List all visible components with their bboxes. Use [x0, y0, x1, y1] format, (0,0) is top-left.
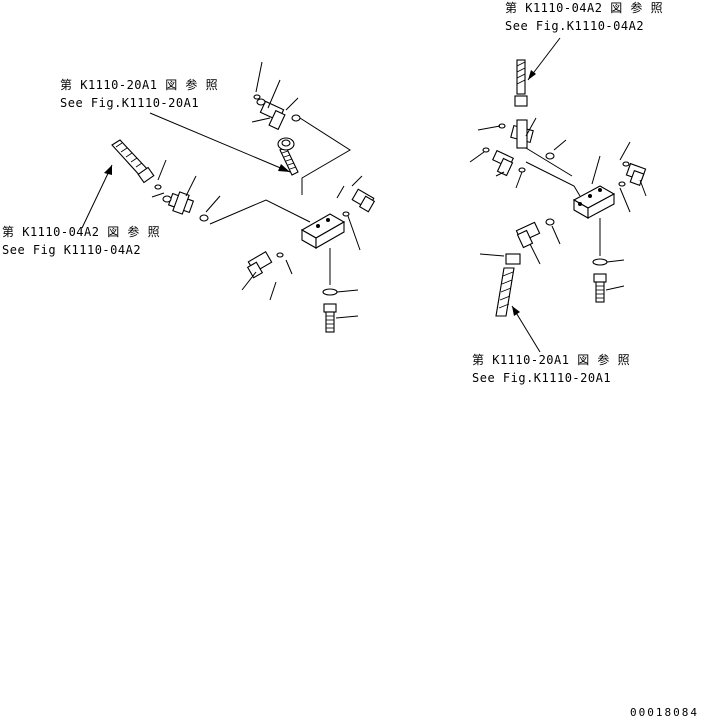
callout-line — [469, 151, 485, 163]
callout-line — [285, 97, 299, 111]
callout-line — [351, 175, 363, 187]
callout-line — [251, 117, 271, 123]
o-ring-icon — [154, 184, 162, 190]
elbow-fitting-icon — [491, 149, 515, 177]
callout-line — [185, 175, 197, 197]
callout-line — [151, 192, 165, 198]
arrow-head — [278, 164, 290, 172]
figure-number: 00018084 — [630, 706, 699, 719]
callout-line — [479, 253, 505, 257]
callout-line — [525, 117, 537, 137]
o-ring-icon — [253, 94, 261, 100]
elbow-fitting-icon — [625, 162, 647, 187]
callout-line — [639, 179, 647, 197]
pipe-line — [209, 199, 311, 225]
right-ref-20a1-en: See Fig.K1110-20A1 — [472, 371, 611, 385]
callout-line — [605, 285, 625, 291]
bolt-icon — [323, 303, 337, 333]
left-ref-20a1-en: See Fig.K1110-20A1 — [60, 96, 199, 110]
callout-line — [336, 289, 359, 293]
callout-line — [205, 195, 221, 213]
washer-icon — [592, 258, 608, 266]
callout-line — [515, 171, 523, 189]
callout-line — [285, 259, 293, 275]
manifold-block-icon — [300, 213, 346, 249]
callout-line — [619, 187, 631, 213]
callout-line — [241, 271, 257, 291]
left-ref-04a2-en: See Fig K1110-04A2 — [2, 243, 141, 257]
callout-line — [553, 139, 567, 151]
right-ref-04a2-jp: 第 K1110-04A2 図 参 照 — [505, 0, 663, 15]
o-ring-icon — [199, 214, 209, 222]
callout-line — [336, 185, 345, 199]
callout-line — [267, 79, 281, 109]
right-assembly — [469, 37, 647, 353]
elbow-fitting-icon — [351, 188, 376, 213]
arrow-head — [104, 165, 112, 175]
pipe-line — [525, 161, 581, 197]
callout-line — [255, 61, 263, 93]
callout-line — [335, 315, 359, 319]
arrow-head — [528, 70, 536, 80]
tee-fitting-icon — [162, 191, 195, 215]
callout-line — [619, 141, 631, 161]
elbow-fitting-icon — [256, 98, 286, 131]
left-assembly — [81, 61, 376, 333]
washer-icon — [322, 288, 338, 296]
elbow-fitting-icon — [515, 221, 541, 249]
right-ref-20a1-jp: 第 K1110-20A1 図 参 照 — [472, 352, 630, 367]
o-ring-icon — [622, 161, 630, 167]
pipe-line — [299, 117, 351, 195]
hose-icon — [495, 253, 521, 317]
left-ref-20a1-jp: 第 K1110-20A1 図 参 照 — [60, 77, 218, 92]
bolt-icon — [593, 273, 607, 303]
leader-line — [149, 112, 291, 173]
callout-line — [591, 155, 601, 185]
o-ring-icon — [545, 218, 555, 226]
o-ring-icon — [482, 147, 490, 153]
o-ring-icon — [518, 167, 526, 173]
hose-icon — [111, 139, 155, 184]
callout-line — [269, 281, 277, 301]
o-ring-icon — [545, 152, 555, 160]
elbow-fitting-icon — [246, 251, 273, 279]
o-ring-icon — [618, 181, 626, 187]
tee-fitting-icon — [510, 119, 534, 149]
o-ring-icon — [342, 211, 350, 217]
o-ring-icon — [276, 252, 284, 258]
pipe-line — [525, 147, 573, 177]
hose-icon — [277, 137, 299, 176]
right-ref-04a2-en: See Fig.K1110-04A2 — [505, 19, 644, 33]
callout-line — [477, 125, 501, 131]
hose-icon — [514, 59, 528, 107]
callout-line — [495, 171, 505, 177]
leader-line — [81, 164, 113, 229]
callout-line — [551, 225, 561, 245]
callout-line — [157, 159, 167, 181]
callout-line — [529, 243, 541, 265]
manifold-block-icon — [572, 185, 616, 219]
arrow-head — [512, 306, 520, 316]
o-ring-icon — [291, 114, 301, 122]
left-ref-04a2-jp: 第 K1110-04A2 図 参 照 — [2, 224, 160, 239]
callout-line — [347, 215, 361, 251]
callout-line — [606, 259, 625, 263]
